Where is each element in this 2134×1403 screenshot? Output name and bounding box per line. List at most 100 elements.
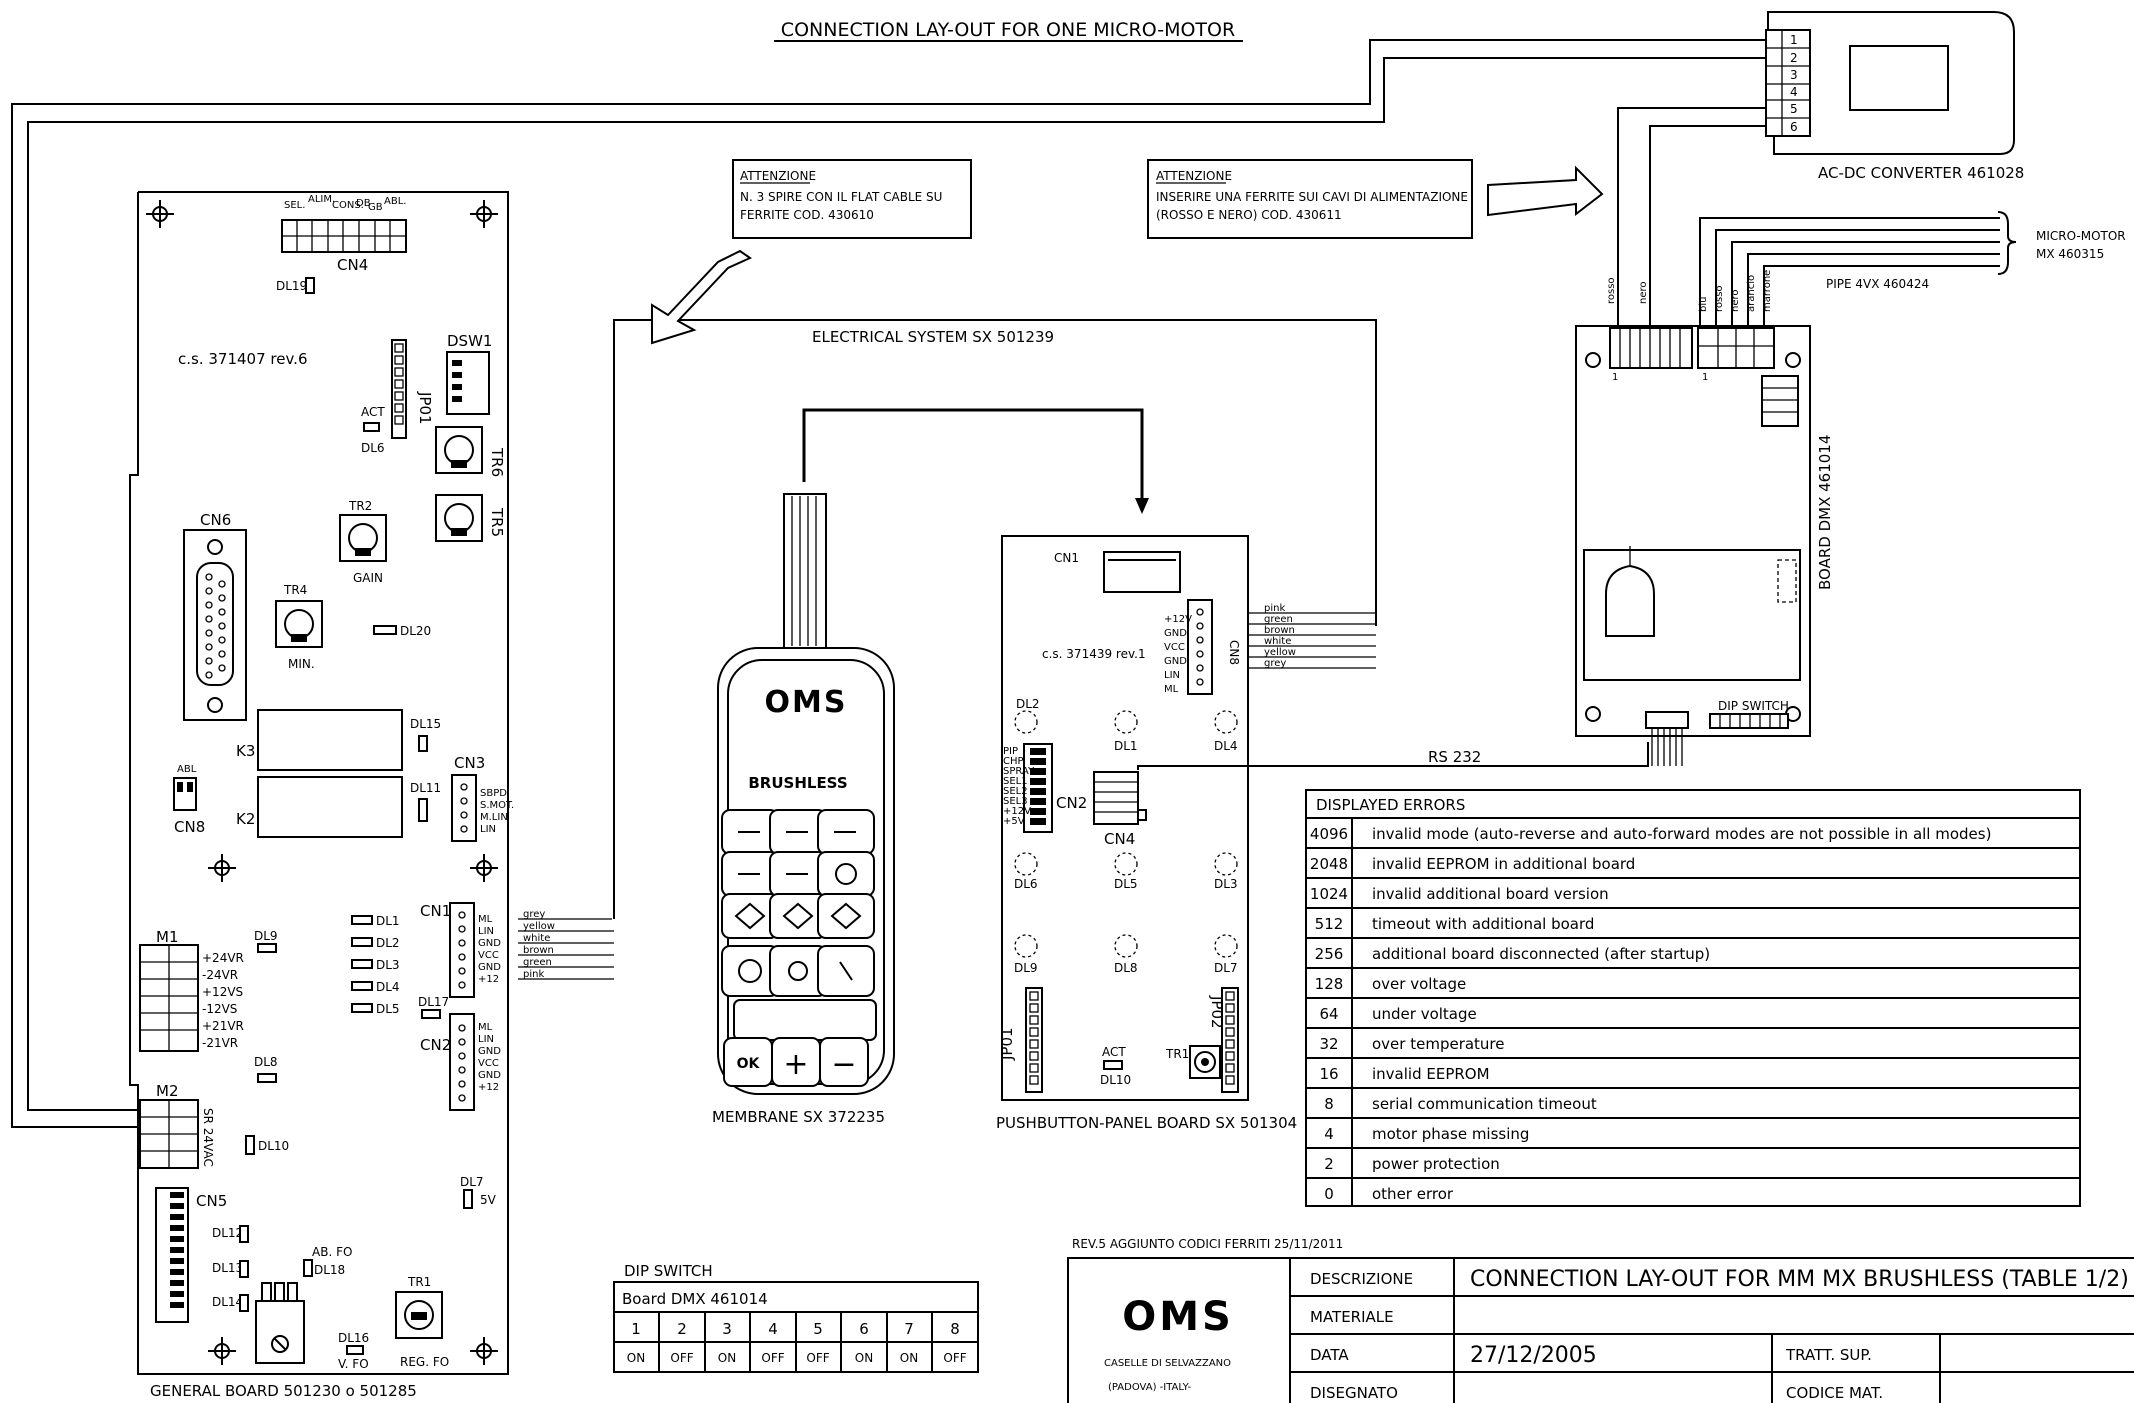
dl14-label: DL14 bbox=[212, 1295, 243, 1309]
pp-dl4-label: DL4 bbox=[1214, 739, 1238, 753]
pp-cn8-pin-gnd2: GND bbox=[1164, 656, 1187, 667]
mounting-holes bbox=[146, 200, 498, 1365]
cn3-connector: SBPD S.MOT. M.LIN LIN bbox=[451, 774, 514, 842]
error-text: timeout with additional board bbox=[1372, 915, 1594, 933]
dsw1-label: DSW1 bbox=[447, 332, 492, 350]
dl12-label: DL12 bbox=[212, 1226, 243, 1240]
micro-motor-label-1: MICRO-MOTOR bbox=[2036, 229, 2126, 243]
dl1-dl5-leds: DL1 DL2 DL3 DL4 DL5 bbox=[351, 914, 400, 1016]
cn3-pin-lin: LIN bbox=[480, 824, 496, 835]
pp-dl7-label: DL7 bbox=[1214, 961, 1238, 975]
dip-number: 7 bbox=[904, 1320, 914, 1338]
error-code: 2 bbox=[1324, 1155, 1334, 1173]
pp-wire-brown: brown bbox=[1264, 625, 1295, 636]
cn3-pin-smot: S.MOT. bbox=[480, 800, 514, 811]
codice-label: CODICE MAT. bbox=[1786, 1384, 1883, 1402]
gb-cs-label: c.s. 371407 rev.6 bbox=[178, 350, 308, 368]
m1-pin-12vs: +12VS bbox=[202, 985, 243, 999]
errors-header: DISPLAYED ERRORS bbox=[1316, 796, 1465, 814]
diagram-title: CONNECTION LAY-OUT FOR ONE MICRO-MOTOR bbox=[781, 19, 1235, 41]
abfo-label: AB. FO bbox=[312, 1245, 352, 1259]
dip-table-subtitle: Board DMX 461014 bbox=[622, 1290, 768, 1308]
tr5-trimmer bbox=[435, 494, 483, 542]
cn4-label-sel: SEL. bbox=[284, 200, 305, 211]
error-code: 64 bbox=[1319, 1005, 1338, 1023]
tr6-trimmer bbox=[435, 426, 483, 474]
dip-switch-table: DIP SWITCH Board DMX 461014 1 2 3 4 5 6 … bbox=[613, 1262, 979, 1373]
dl2-label: DL2 bbox=[376, 936, 400, 950]
pp-cn2-pin-sel3: SEL3 bbox=[1003, 796, 1028, 807]
dmx-pin1-right: 1 bbox=[1702, 372, 1708, 383]
error-text: serial communication timeout bbox=[1372, 1095, 1597, 1113]
error-code: 2048 bbox=[1310, 855, 1348, 873]
dip-number: 6 bbox=[859, 1320, 869, 1338]
cn1-wire-pink: pink bbox=[523, 969, 544, 980]
acdc-pin-4: 4 bbox=[1790, 85, 1798, 99]
note2-title: ATTENZIONE bbox=[1156, 169, 1232, 183]
dip-number: 8 bbox=[950, 1320, 960, 1338]
errors-table: DISPLAYED ERRORS 4096 invalid mode (auto… bbox=[1305, 789, 2081, 1207]
m2-sr-label: SR 24VAC bbox=[201, 1108, 215, 1167]
dmx-wire-rosso2: rosso bbox=[1714, 285, 1725, 312]
error-text: over voltage bbox=[1372, 975, 1466, 993]
cn1-wire-white: white bbox=[523, 933, 550, 944]
gb-tr1-trimmer bbox=[395, 1291, 443, 1339]
vfo-label: V. FO bbox=[338, 1357, 369, 1371]
pp-cn8-label: CN8 bbox=[1227, 640, 1241, 665]
note2-line1: INSERIRE UNA FERRITE SUI CAVI DI ALIMENT… bbox=[1156, 190, 1468, 204]
electrical-system-label: ELECTRICAL SYSTEM SX 501239 bbox=[812, 328, 1054, 346]
dip-number: 2 bbox=[677, 1320, 687, 1338]
membrane-logo: OMS bbox=[765, 685, 848, 720]
title-block-logo: OMS bbox=[1122, 1294, 1234, 1340]
dmx-pin1-left: 1 bbox=[1612, 372, 1618, 383]
pipe-label: PIPE 4VX 460424 bbox=[1826, 277, 1929, 291]
error-text: invalid EEPROM bbox=[1372, 1065, 1490, 1083]
cn4-label-abl: ABL. bbox=[384, 196, 406, 207]
ac-dc-caption: AC-DC CONVERTER 461028 bbox=[1818, 164, 2024, 182]
acdc-pin-5: 5 bbox=[1790, 102, 1798, 116]
gain-label: GAIN bbox=[353, 571, 383, 585]
dmx-wire-rosso: rosso bbox=[1606, 277, 1617, 304]
dip-table-title: DIP SWITCH bbox=[624, 1262, 713, 1280]
general-board: SEL. ALIM. CONS. DB GB ABL. CN4 DL19 c.s… bbox=[129, 191, 514, 1400]
pp-cn2-pin-chp: CHP bbox=[1003, 756, 1024, 767]
pp-cn8-pin-vcc: VCC bbox=[1164, 642, 1185, 653]
cn4-label-cons: CONS. bbox=[332, 200, 364, 211]
general-board-caption: GENERAL BOARD 501230 o 501285 bbox=[150, 1382, 417, 1400]
note-flat-cable: ATTENZIONE N. 3 SPIRE CON IL FLAT CABLE … bbox=[651, 159, 972, 345]
m1-terminal: +24VR -24VR +12VS -12VS +21VR -21VR bbox=[139, 944, 244, 1052]
membrane-key-ok: OK bbox=[737, 1056, 761, 1072]
cn1-label: CN1 bbox=[420, 902, 451, 920]
pp-dl2-label: DL2 bbox=[1016, 697, 1040, 711]
pp-cn2-pin-sel1: SEL1 bbox=[1003, 776, 1028, 787]
pp-cn2-pin-spray: SPRAY bbox=[1003, 766, 1035, 777]
cn4-label: CN4 bbox=[337, 256, 368, 274]
pp-dl5-label: DL5 bbox=[1114, 877, 1138, 891]
dl16-label: DL16 bbox=[338, 1331, 369, 1345]
cn1-pin-vcc: VCC bbox=[478, 950, 499, 961]
pp-cn8-pin-ml: ML bbox=[1164, 684, 1179, 695]
cn5-connector bbox=[155, 1187, 189, 1323]
note1-line2: FERRITE COD. 430610 bbox=[740, 208, 874, 222]
gb-cn2-label: CN2 bbox=[420, 1036, 451, 1054]
tr6-label: TR6 bbox=[488, 447, 506, 477]
dl13-label: DL13 bbox=[212, 1261, 243, 1275]
micro-motor-label-2: MX 460315 bbox=[2036, 247, 2104, 261]
gb-act-label: ACT bbox=[361, 405, 385, 419]
acdc-pin-2: 2 bbox=[1790, 51, 1798, 65]
dip-state: OFF bbox=[806, 1351, 829, 1365]
note-ferrite: ATTENZIONE INSERIRE UNA FERRITE SUI CAVI… bbox=[1147, 159, 1604, 239]
cn2-pin-gnd: GND bbox=[478, 1046, 501, 1057]
abl-label: ABL bbox=[177, 764, 197, 775]
note1-line1: N. 3 SPIRE CON IL FLAT CABLE SU bbox=[740, 190, 942, 204]
revision-note: REV.5 AGGIUNTO CODICI FERRITI 25/11/2011 bbox=[1072, 1237, 1343, 1251]
cn1-pin-lin: LIN bbox=[478, 926, 494, 937]
cn4-label-gb: GB bbox=[368, 202, 383, 213]
error-text: motor phase missing bbox=[1372, 1125, 1529, 1143]
cn1-wire-brown: brown bbox=[523, 945, 554, 956]
voltage-regulator bbox=[255, 1282, 305, 1364]
error-code: 8 bbox=[1324, 1095, 1334, 1113]
membrane-key-minus: − bbox=[831, 1047, 856, 1082]
cn3-pin-sbpd: SBPD bbox=[480, 788, 507, 799]
pp-cn2-pin-sel2: SEL2 bbox=[1003, 786, 1028, 797]
